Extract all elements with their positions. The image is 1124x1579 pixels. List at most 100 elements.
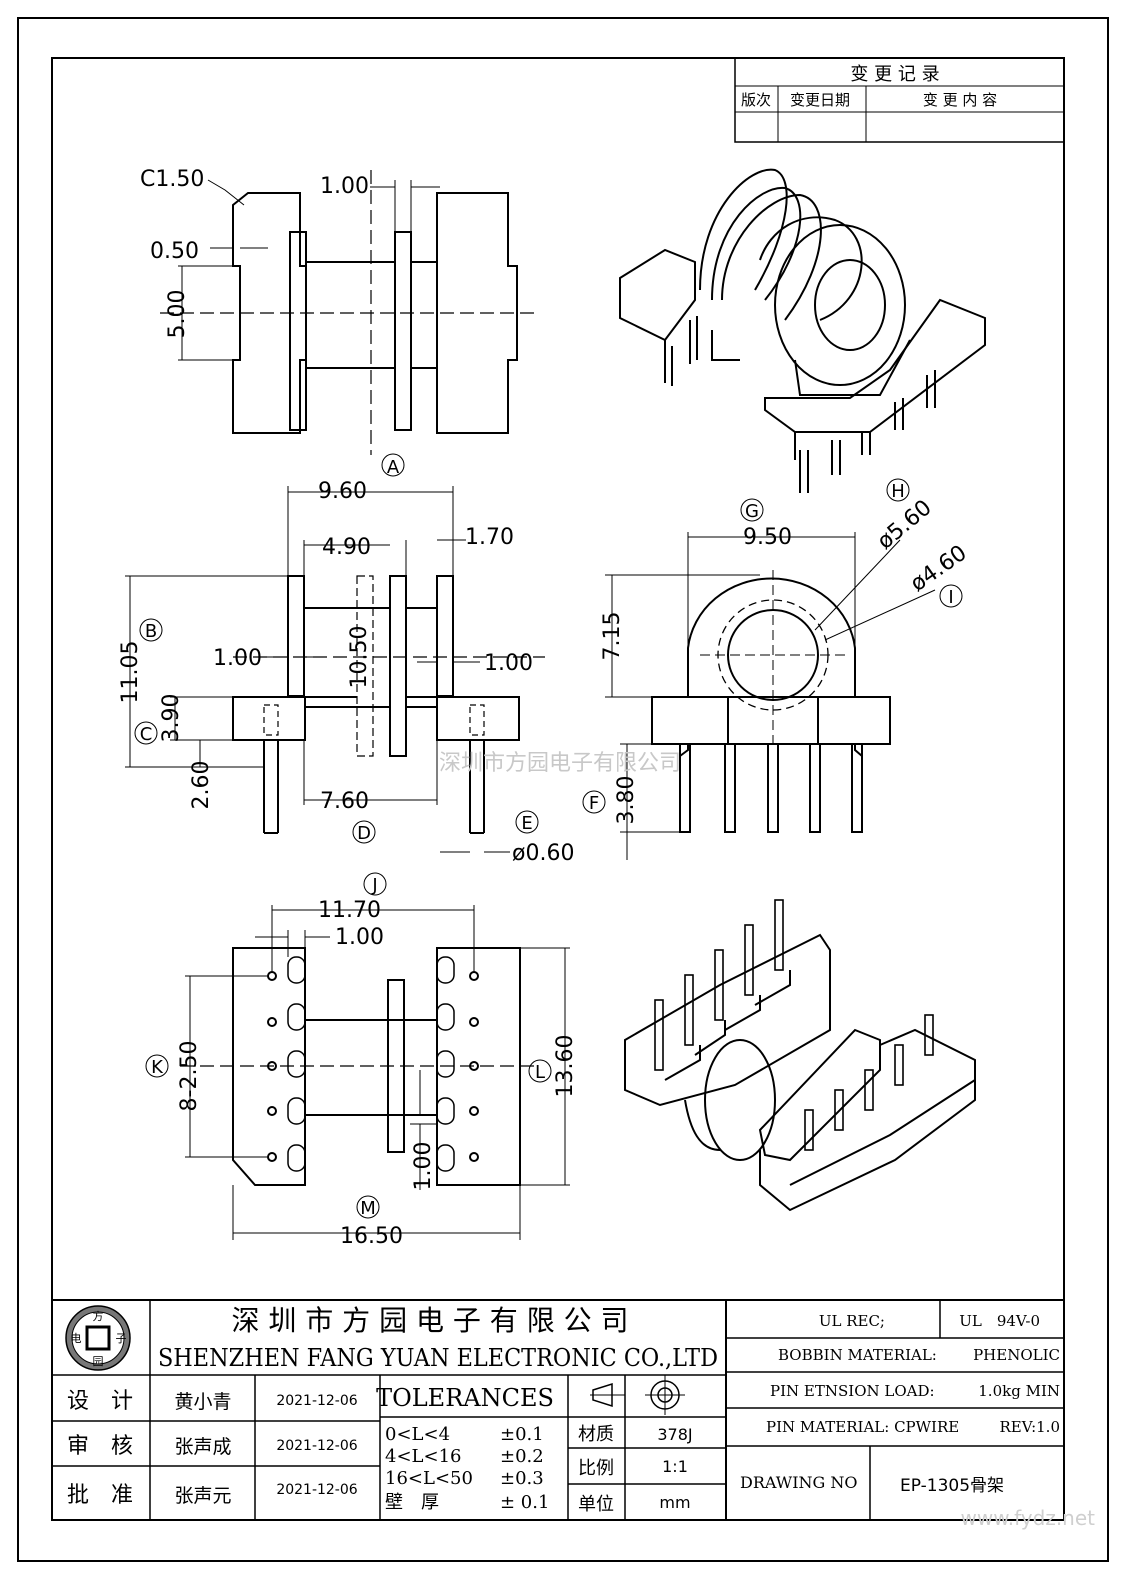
ul-rec-label: UL REC; [819, 1312, 885, 1330]
label-l-circle [528, 1059, 552, 1083]
label-e: E [521, 813, 532, 834]
isometric-view-bottom [624, 899, 976, 1212]
logo-char-top: 方 [93, 1309, 104, 1323]
name-approve: 张声元 [174, 1485, 231, 1507]
logo-char-right: 子 [116, 1332, 127, 1345]
tol-range-1: 0<L<4 [385, 1424, 450, 1445]
label-h: H [891, 481, 905, 502]
label-b-circle [139, 618, 163, 642]
label-d-circle [352, 820, 376, 844]
label-f-circle [582, 790, 606, 814]
material-value: 378J [657, 1425, 692, 1444]
pin-load-value: 1.0kg MIN [978, 1382, 1060, 1400]
dim-1170: 11.70 [318, 898, 381, 923]
dim-950: 9.50 [743, 525, 792, 550]
pin-material: PIN MATERIAL: CPWIRE [766, 1418, 959, 1436]
dim-490: 4.90 [322, 535, 371, 560]
tol-value-1: ±0.1 [500, 1424, 544, 1445]
scale-value: 1:1 [662, 1457, 688, 1476]
label-f: F [589, 793, 599, 814]
dim-1650: 16.50 [340, 1224, 403, 1249]
dim-1105: 11.05 [118, 641, 143, 704]
dim-pin-dia: ø0.60 [512, 841, 574, 866]
drawing-no-value: EP-1305骨架 [900, 1476, 1004, 1496]
dim-top-100: 1.00 [320, 174, 369, 199]
unit-label: 单位 [578, 1494, 614, 1515]
unit-value: mm [659, 1493, 690, 1512]
front-view [125, 486, 545, 853]
label-b: B [145, 621, 157, 642]
col-content: 变 更 内 容 [923, 91, 997, 109]
dim-front-l-100: 1.00 [213, 646, 262, 671]
title-block-grid [52, 1299, 1064, 1520]
role-approve: 批 准 [67, 1483, 133, 1508]
dim-dia-560: ø5.60 [873, 495, 937, 554]
change-record-title: 变 更 记 录 [850, 64, 939, 85]
dim-960: 9.60 [318, 479, 367, 504]
tol-range-3: 16<L<50 [385, 1468, 473, 1489]
name-check: 张声成 [174, 1436, 231, 1458]
label-h-circle [886, 478, 910, 502]
outer-frame [17, 17, 1109, 1562]
label-i-circle [939, 584, 963, 608]
col-date: 变更日期 [790, 91, 850, 109]
label-c: C [140, 724, 153, 745]
dim-bottom-vert-100: 1.00 [411, 1142, 436, 1191]
col-version: 版次 [741, 91, 771, 109]
change-record-table [734, 57, 1065, 143]
date-design: 2021-12-06 [276, 1393, 357, 1409]
logo-char-bottom: 园 [93, 1355, 104, 1368]
scale-label: 比例 [578, 1458, 614, 1479]
label-a-circle [381, 453, 405, 477]
company-logo [65, 1305, 131, 1371]
watermark: 深圳市方园电子有限公司 [439, 751, 681, 776]
label-e-circle [515, 810, 539, 834]
dim-500: 5.00 [165, 290, 190, 339]
date-check: 2021-12-06 [276, 1438, 357, 1454]
website-watermark: www.fydz.net [961, 1506, 1096, 1530]
label-c-circle [134, 721, 158, 745]
tol-value-4: ± 0.1 [500, 1492, 549, 1513]
label-j: J [371, 875, 377, 896]
role-check: 审 核 [67, 1434, 133, 1459]
bobbin-material-value: PHENOLIC [973, 1346, 1060, 1364]
label-d: D [357, 823, 371, 844]
side-view [605, 532, 936, 860]
dim-front-r-100: 1.00 [484, 651, 533, 676]
label-k-circle [145, 1054, 169, 1078]
label-m-circle [356, 1195, 380, 1219]
pin-load-label: PIN ETNSION LOAD: [770, 1382, 935, 1400]
tol-range-4: 壁 厚 [385, 1492, 439, 1513]
label-l: L [535, 1062, 545, 1083]
label-g-circle [740, 498, 764, 522]
dim-715: 7.15 [600, 612, 625, 661]
tol-range-2: 4<L<16 [385, 1446, 461, 1467]
tolerances-title: TOLERANCES [376, 1384, 554, 1412]
label-k: K [151, 1057, 164, 1078]
ul-rec-value: UL 94V-0 [959, 1312, 1040, 1330]
tol-value-2: ±0.2 [500, 1446, 544, 1467]
inner-frame [51, 57, 1065, 1521]
dim-1050: 10.50 [347, 626, 372, 689]
label-m: M [360, 1198, 376, 1219]
dim-1360: 13.60 [553, 1035, 578, 1098]
drawing-no-label: DRAWING NO [740, 1473, 858, 1492]
dim-050: 0.50 [150, 239, 199, 264]
label-j-circle [363, 872, 387, 896]
dim-bottom-pitch-100: 1.00 [335, 925, 384, 950]
dim-760: 7.60 [320, 789, 369, 814]
dim-170: 1.70 [465, 525, 514, 550]
dim-390: 3.90 [159, 694, 184, 743]
company-name-cn: 深 圳 市 方 园 电 子 有 限 公 司 [231, 1304, 628, 1337]
dim-c150: C1.50 [140, 167, 204, 192]
revision: REV:1.0 [1000, 1418, 1060, 1436]
logo-char-left: 电 [71, 1332, 82, 1345]
top-view [160, 170, 540, 455]
name-design: 黄小青 [174, 1391, 231, 1413]
bobbin-material-label: BOBBIN MATERIAL: [778, 1346, 937, 1364]
label-g: G [745, 501, 759, 522]
isometric-view-top [619, 168, 986, 493]
company-name-en: SHENZHEN FANG YUAN ELECTRONIC CO.,LTD [158, 1344, 718, 1372]
material-label: 材质 [578, 1424, 614, 1445]
